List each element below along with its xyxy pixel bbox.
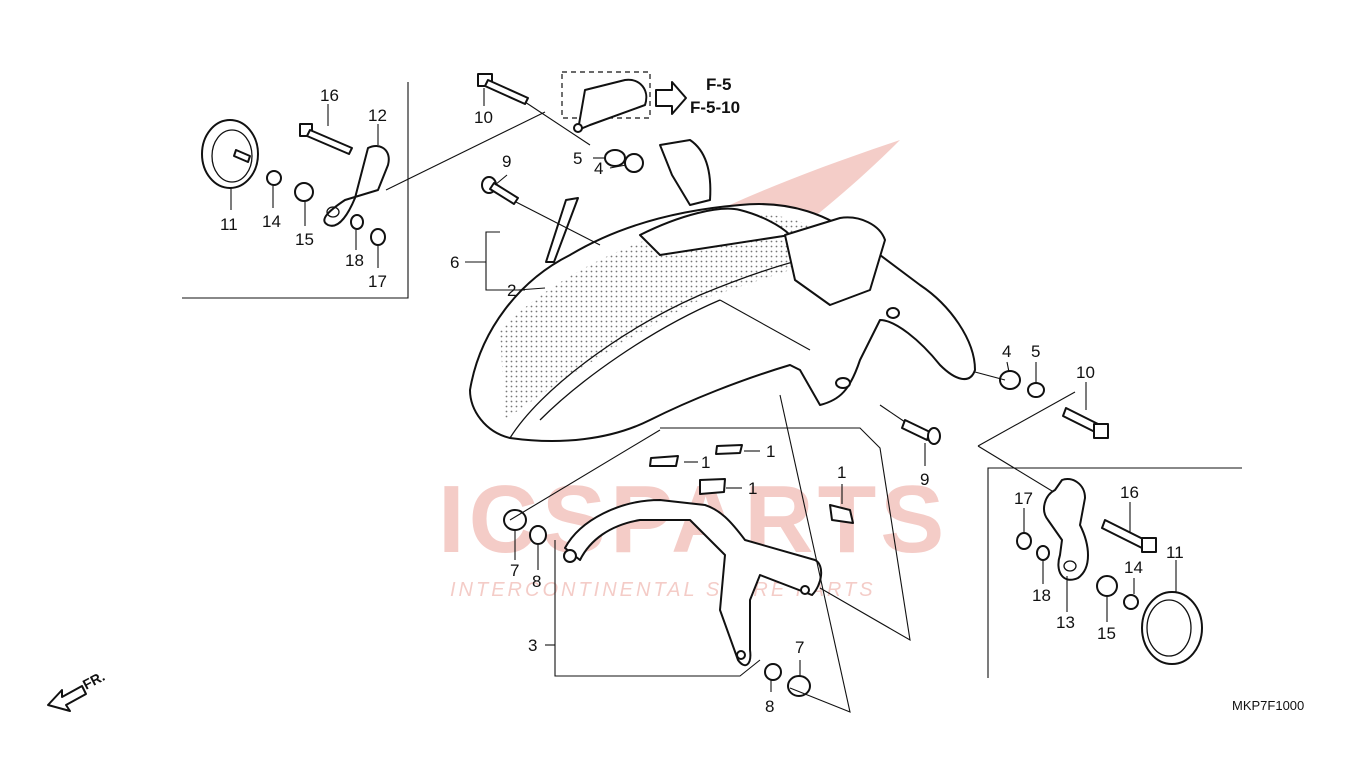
callout-13: 13 — [1056, 613, 1075, 632]
nut-17-right — [1016, 532, 1032, 550]
callout-18-right: 18 — [1032, 586, 1051, 605]
fender-stay — [563, 499, 823, 667]
reference-pages: F-5 F-5-10 — [690, 75, 740, 117]
nut-14-left — [266, 170, 282, 186]
upper-bracket — [561, 71, 687, 133]
grommet-15-left — [294, 182, 314, 202]
front-direction-indicator: FR. — [47, 668, 107, 712]
bolt-9-top — [481, 176, 519, 205]
fender-mount-hole — [886, 307, 900, 319]
fender-mount-hole — [835, 377, 851, 389]
callout-1-c: 1 — [748, 479, 757, 498]
callout-14-right: 14 — [1124, 558, 1143, 577]
callout-1-a: 1 — [701, 453, 710, 472]
nut-17-left — [370, 228, 386, 246]
collar-5-top — [604, 149, 626, 167]
callout-leaders — [230, 88, 1177, 692]
right-inset-parts — [1016, 478, 1203, 665]
callout-1-d: 1 — [837, 463, 846, 482]
callout-7-left: 7 — [510, 561, 519, 580]
callout-18-left: 18 — [345, 251, 364, 270]
bolt-16-right — [1101, 519, 1157, 553]
bolt-16-left — [299, 123, 353, 155]
callout-17-right: 17 — [1014, 489, 1033, 508]
bracket-13-right — [1043, 478, 1089, 581]
grommet-7-left — [503, 509, 527, 531]
bolt-10-top — [477, 73, 529, 105]
callout-4-right: 4 — [1002, 342, 1011, 361]
grommet-15-right — [1096, 575, 1118, 597]
nut-14-right — [1123, 594, 1139, 610]
callout-15-left: 15 — [295, 230, 314, 249]
washer-18-right — [1036, 545, 1050, 561]
callout-9-top: 9 — [502, 152, 511, 171]
grommet-7-bottom — [787, 675, 811, 697]
collar-8-left — [529, 525, 547, 545]
diagram-code: MKP7F1000 — [1232, 698, 1304, 713]
callout-10-top: 10 — [474, 108, 493, 127]
callout-4-top: 4 — [594, 159, 603, 178]
callout-14-left: 14 — [262, 212, 281, 231]
callout-11-left: 11 — [220, 215, 238, 234]
bolt-10-right — [1062, 407, 1109, 439]
reflector-11-right — [1141, 591, 1203, 665]
bracket-12-left — [323, 145, 390, 227]
fasteners — [477, 73, 1109, 697]
callout-11-right: 11 — [1166, 543, 1184, 562]
callout-labels: 10 5 4 9 6 2 1 1 1 1 3 4 5 10 9 7 8 7 8 … — [220, 86, 1184, 716]
callout-3: 3 — [528, 636, 537, 655]
callout-17-left: 17 — [368, 272, 387, 291]
callout-10-right: 10 — [1076, 363, 1095, 382]
front-fender — [469, 139, 976, 442]
washer-18-left — [350, 214, 364, 230]
callout-15-right: 15 — [1097, 624, 1116, 643]
reference-page-2: F-5-10 — [690, 98, 740, 117]
assembly-guides — [509, 299, 911, 713]
collar-8-bottom — [764, 663, 782, 681]
reference-page-1: F-5 — [706, 75, 732, 94]
left-inset-box — [182, 82, 546, 299]
callout-7-bottom: 7 — [795, 638, 804, 657]
callout-12: 12 — [368, 106, 387, 125]
left-inset-parts — [201, 119, 390, 246]
callout-6: 6 — [450, 253, 459, 272]
collar-5-right — [1027, 382, 1045, 398]
grommet-4-right — [999, 370, 1021, 390]
callout-9-right: 9 — [920, 470, 929, 489]
grommet-4-top — [624, 153, 644, 173]
direction-arrow-icon — [47, 685, 87, 712]
bolt-9-right — [901, 419, 941, 445]
callout-5-right: 5 — [1031, 342, 1040, 361]
callout-8-bottom: 8 — [765, 697, 774, 716]
callout-2: 2 — [507, 281, 516, 300]
callout-16-left: 16 — [320, 86, 339, 105]
watermark-tagline: INTERCONTINENTAL SPARE PARTS — [450, 579, 876, 601]
callout-1-b: 1 — [766, 442, 775, 461]
callout-5-top: 5 — [573, 149, 582, 168]
callout-8-left: 8 — [532, 572, 541, 591]
callout-16-right: 16 — [1120, 483, 1139, 502]
emblem-stickers — [545, 197, 854, 524]
